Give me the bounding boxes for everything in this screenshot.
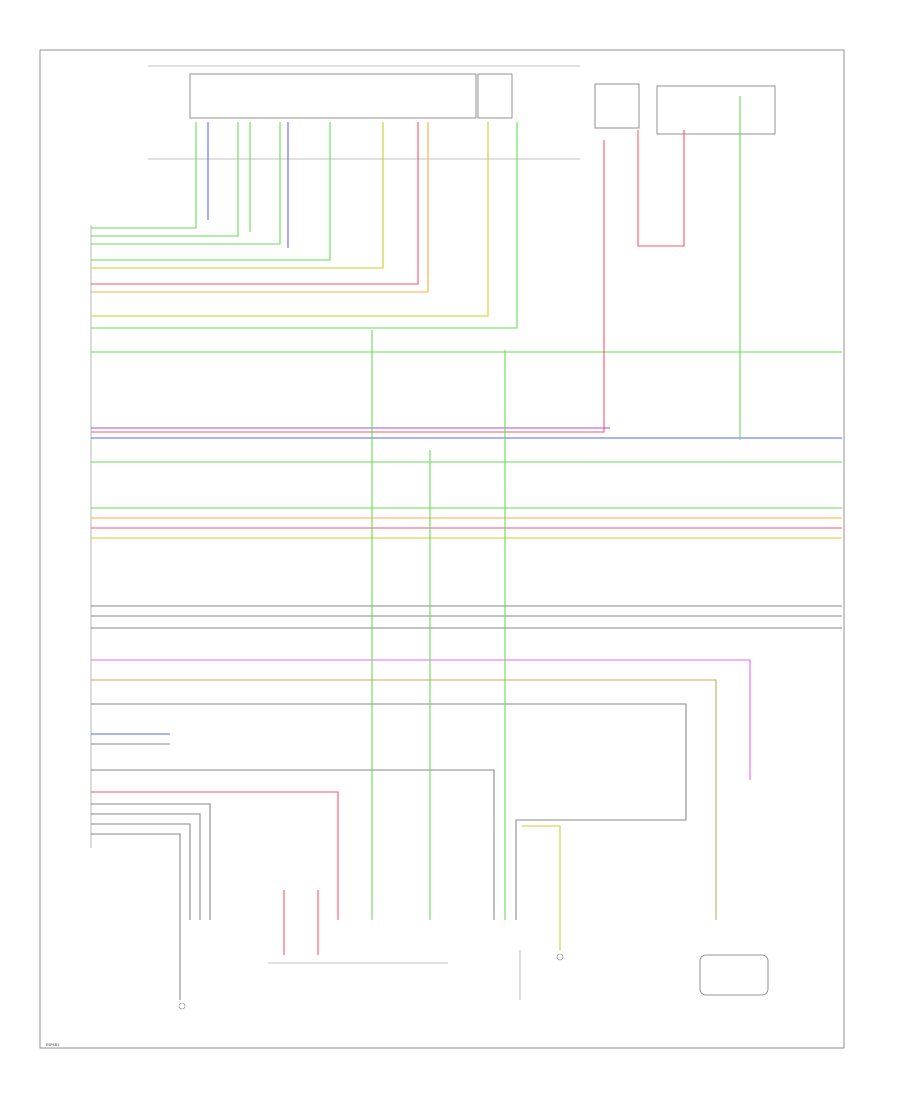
wire-h-32	[91, 833, 181, 1000]
wire-h-28	[91, 791, 339, 920]
wire-h-8	[91, 122, 489, 317]
wire-h-31	[91, 823, 191, 920]
wire-h-29	[91, 803, 211, 920]
wire-h-30	[91, 813, 201, 920]
component-outlines	[178, 950, 769, 1010]
wire-h-24	[91, 703, 687, 920]
diagram-frame	[39, 49, 845, 1049]
fuse-relay-box	[148, 65, 776, 160]
wire-h-4	[91, 122, 331, 261]
wire-v-9	[522, 825, 561, 950]
wire-h-9	[91, 122, 518, 329]
wire-h-1	[91, 122, 197, 229]
wire-h-3	[91, 122, 281, 245]
wire-h-12	[91, 140, 605, 433]
wire-h-6	[91, 122, 419, 285]
wire-h-2	[91, 122, 239, 237]
wire-group	[91, 96, 842, 1000]
wire-v-8	[637, 130, 685, 247]
wire-h-7	[91, 122, 429, 293]
footer-code: ESPSB1	[46, 1043, 59, 1047]
wire-h-5	[91, 122, 384, 269]
wire-h-23	[91, 679, 717, 920]
wire-h-22	[91, 659, 751, 780]
wire-h-27	[91, 769, 495, 920]
